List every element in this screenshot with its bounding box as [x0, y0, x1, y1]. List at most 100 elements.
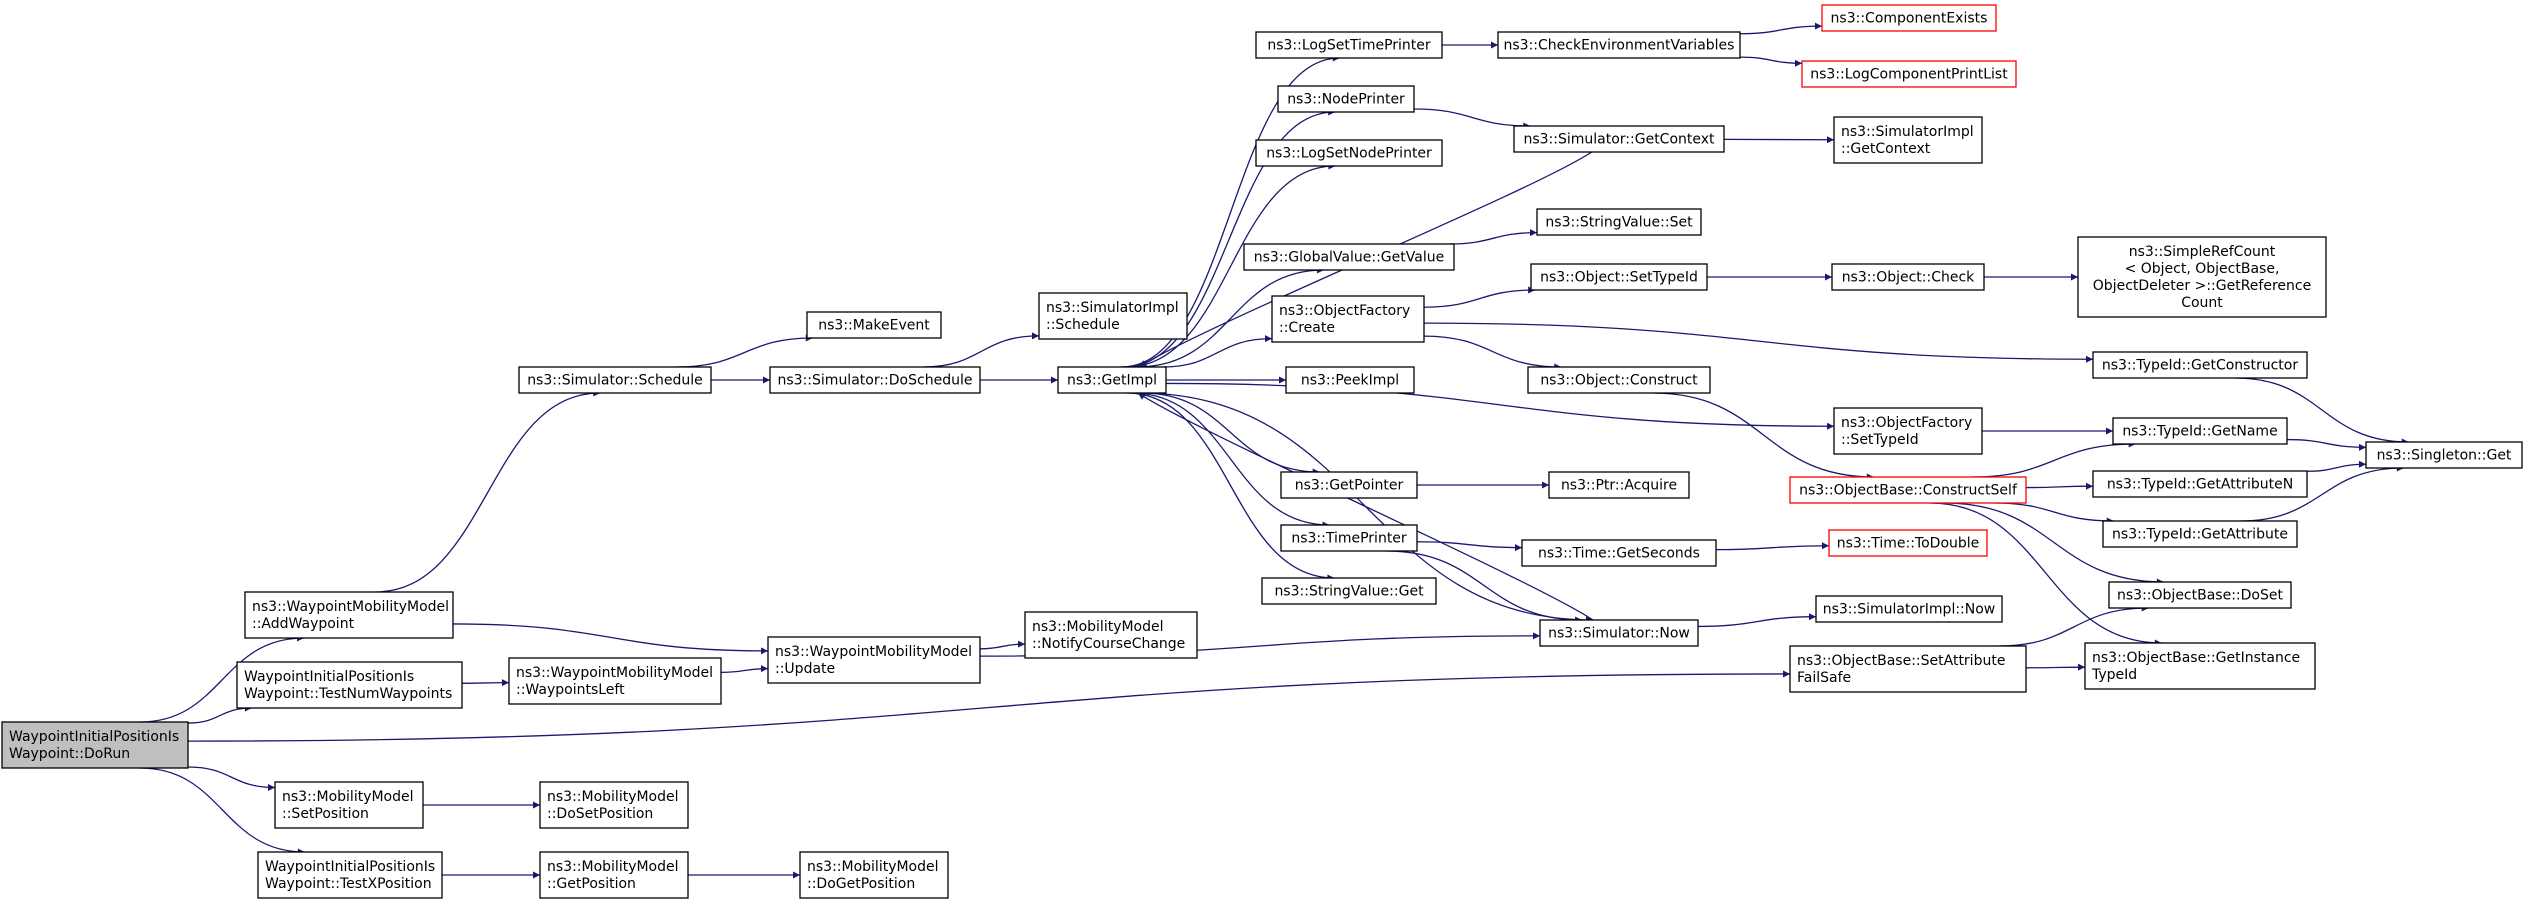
node-box-tidgetctor — [2092, 351, 2308, 379]
call-edge-addwp-to-update — [452, 623, 769, 655]
graph-node-dosched[interactable]: ns3::Simulator::DoSchedule — [769, 366, 981, 394]
node-label-makeevent-line-0: ns3::MakeEvent — [818, 318, 930, 334]
node-label-ptracquire-line-0: ns3::Ptr::Acquire — [1561, 478, 1677, 494]
graph-node-tidgetattr[interactable]: ns3::TypeId::GetAttribute — [2102, 520, 2298, 548]
node-label-simimplgetctx-line-1: ::GetContext — [1841, 141, 1931, 157]
call-edge-dosched-to-simimplsched — [923, 332, 1040, 368]
node-label-dosetpos-line-0: ns3::MobilityModel — [547, 789, 679, 805]
graph-node-getpointer[interactable]: ns3::GetPointer — [1280, 471, 1418, 499]
graph-node-notify[interactable]: ns3::MobilityModel::NotifyCourseChange — [1024, 611, 1198, 659]
graph-node-ofsettype[interactable]: ns3::ObjectFactory::SetTypeId — [1833, 407, 1983, 455]
node-box-simimplnow — [1815, 595, 2003, 623]
graph-node-logsetnode[interactable]: ns3::LogSetNodePrinter — [1255, 139, 1443, 167]
node-label-getpos-line-1: ::GetPosition — [547, 876, 636, 892]
node-label-gvgetvalue-line-0: ns3::GlobalValue::GetValue — [1254, 250, 1444, 266]
graph-node-makeevent[interactable]: ns3::MakeEvent — [806, 311, 942, 339]
node-box-compexists — [1821, 4, 1997, 32]
node-label-objconstruct-line-0: ns3::Object::Construct — [1540, 373, 1698, 389]
graph-node-tidgetattrn[interactable]: ns3::TypeId::GetAttributeN — [2092, 470, 2308, 498]
node-label-root-line-0: WaypointInitialPositionIs — [9, 729, 179, 745]
graph-node-addwp[interactable]: ns3::WaypointMobilityModel::AddWaypoint — [244, 591, 454, 639]
graph-node-getpos[interactable]: ns3::MobilityModel::GetPosition — [539, 851, 689, 899]
graph-node-ptracquire[interactable]: ns3::Ptr::Acquire — [1548, 471, 1690, 499]
graph-node-singleton[interactable]: ns3::Singleton::Get — [2365, 441, 2523, 469]
call-edge-timeprinter-to-timegetsec — [1416, 541, 1523, 552]
graph-node-objconstruct[interactable]: ns3::Object::Construct — [1527, 366, 1711, 394]
call-edge-getimpl-to-ofsettype — [1165, 382, 1835, 430]
graph-node-dogetpos[interactable]: ns3::MobilityModel::DoGetPosition — [799, 851, 949, 899]
node-label-compexists-line-0: ns3::ComponentExists — [1831, 11, 1988, 27]
node-label-tidgetname-line-0: ns3::TypeId::GetName — [2122, 424, 2277, 440]
graph-node-update[interactable]: ns3::WaypointMobilityModel::Update — [767, 636, 981, 684]
call-edge-tidgetattrn-to-singleton — [2306, 460, 2367, 472]
graph-node-testx[interactable]: WaypointInitialPositionIsWaypoint::TestX… — [257, 851, 443, 899]
call-edge-root-to-setpos — [187, 766, 276, 792]
node-box-ofsettype — [1833, 407, 1983, 455]
graph-node-logsettime[interactable]: ns3::LogSetTimePrinter — [1255, 31, 1443, 59]
node-box-testx — [257, 851, 443, 899]
graph-node-testnum[interactable]: WaypointInitialPositionIsWaypoint::TestN… — [236, 661, 463, 709]
graph-node-simimplnow[interactable]: ns3::SimulatorImpl::Now — [1815, 595, 2003, 623]
node-label-wpleft-line-1: ::WaypointsLeft — [516, 682, 625, 698]
graph-node-obconstructself[interactable]: ns3::ObjectBase::ConstructSelf — [1789, 476, 2027, 504]
graph-node-getimpl[interactable]: ns3::GetImpl — [1057, 366, 1167, 394]
graph-node-tidgetname[interactable]: ns3::TypeId::GetName — [2112, 417, 2288, 445]
node-label-logcompprint-line-0: ns3::LogComponentPrintList — [1810, 67, 2008, 83]
graph-node-simimplsched[interactable]: ns3::SimulatorImpl::Schedule — [1038, 292, 1188, 340]
graph-node-simgetctx[interactable]: ns3::Simulator::GetContext — [1513, 125, 1725, 153]
node-label-simimplsched-line-0: ns3::SimulatorImpl — [1046, 300, 1179, 316]
node-box-singleton — [2365, 441, 2523, 469]
node-label-timetodouble-line-0: ns3::Time::ToDouble — [1837, 536, 1980, 552]
graph-node-simplerefcount[interactable]: ns3::SimpleRefCount< Object, ObjectBase,… — [2077, 236, 2327, 318]
graph-node-svset[interactable]: ns3::StringValue::Set — [1536, 208, 1702, 236]
graph-node-dosetpos[interactable]: ns3::MobilityModel::DoSetPosition — [539, 781, 689, 829]
graph-node-peekimpl[interactable]: ns3::PeekImpl — [1285, 366, 1415, 394]
graph-node-tidgetctor[interactable]: ns3::TypeId::GetConstructor — [2092, 351, 2308, 379]
node-label-getpointer-line-0: ns3::GetPointer — [1295, 478, 1404, 494]
graph-node-ofcreate[interactable]: ns3::ObjectFactory::Create — [1271, 295, 1425, 343]
graph-node-checkenv[interactable]: ns3::CheckEnvironmentVariables — [1497, 31, 1741, 59]
call-edge-checkenv-to-compexists — [1739, 22, 1823, 35]
node-box-tidgetattr — [2102, 520, 2298, 548]
graph-node-nodeprinter[interactable]: ns3::NodePrinter — [1277, 85, 1415, 113]
graph-node-compexists[interactable]: ns3::ComponentExists — [1821, 4, 1997, 32]
call-edge-ofcreate-to-objsettype — [1423, 286, 1536, 308]
graph-node-sched[interactable]: ns3::Simulator::Schedule — [518, 366, 712, 394]
graph-node-timeprinter[interactable]: ns3::TimePrinter — [1280, 524, 1418, 552]
graph-node-simimplgetctx[interactable]: ns3::SimulatorImpl::GetContext — [1833, 116, 1983, 164]
graph-node-timegetsec[interactable]: ns3::Time::GetSeconds — [1521, 539, 1717, 567]
graph-node-logcompprint[interactable]: ns3::LogComponentPrintList — [1801, 60, 2017, 88]
graph-node-obdoset[interactable]: ns3::ObjectBase::DoSet — [2108, 581, 2292, 609]
call-edge-obconstructself-to-tidgetattrn — [2025, 482, 2094, 490]
node-box-objsettype — [1530, 263, 1708, 291]
graph-node-objcheck[interactable]: ns3::Object::Check — [1831, 263, 1985, 291]
node-box-simnow — [1539, 619, 1699, 647]
graph-node-wpleft[interactable]: ns3::WaypointMobilityModel::WaypointsLef… — [508, 657, 722, 705]
call-edge-getimpl-to-logsettime — [1121, 54, 1340, 368]
call-edge-tidgetname-to-singleton — [2286, 438, 2367, 451]
node-label-logsettime-line-0: ns3::LogSetTimePrinter — [1267, 38, 1431, 54]
node-label-simgetctx-line-0: ns3::Simulator::GetContext — [1523, 132, 1715, 148]
call-edge-update-to-notify — [979, 640, 1026, 650]
node-label-update-line-1: ::Update — [775, 661, 835, 677]
graph-node-objsettype[interactable]: ns3::Object::SetTypeId — [1530, 263, 1708, 291]
node-label-addwp-line-0: ns3::WaypointMobilityModel — [252, 599, 449, 615]
call-edge-obsetattr-to-obdoset — [1998, 604, 2149, 647]
node-box-timegetsec — [1521, 539, 1717, 567]
call-edge-root-to-addwp — [139, 634, 305, 723]
node-box-simimplsched — [1038, 292, 1188, 340]
graph-node-simnow[interactable]: ns3::Simulator::Now — [1539, 619, 1699, 647]
call-edge-getimpl-to-gvgetvalue — [1137, 266, 1324, 368]
graph-node-gvgetvalue[interactable]: ns3::GlobalValue::GetValue — [1243, 243, 1455, 271]
node-box-checkenv — [1497, 31, 1741, 59]
node-label-tidgetattrn-line-0: ns3::TypeId::GetAttributeN — [2107, 477, 2293, 493]
node-label-svset-line-0: ns3::StringValue::Set — [1545, 215, 1693, 231]
call-edge-getimpl-to-getpointer — [1141, 392, 1320, 476]
node-box-simplerefcount — [2077, 236, 2327, 318]
graph-node-svget[interactable]: ns3::StringValue::Get — [1261, 577, 1437, 605]
graph-node-setpos[interactable]: ns3::MobilityModel::SetPosition — [274, 781, 424, 829]
graph-node-timetodouble[interactable]: ns3::Time::ToDouble — [1828, 529, 1988, 557]
